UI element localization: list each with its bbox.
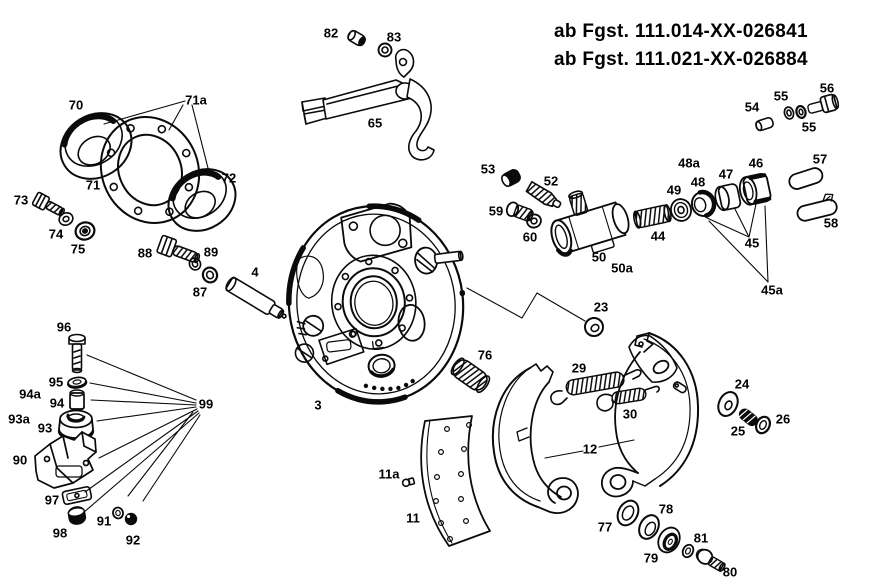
backing-plate-graphic <box>286 202 466 405</box>
spring-29-graphic <box>550 369 642 406</box>
plate-97-graphic <box>61 486 93 506</box>
wheel-cylinder-graphic <box>550 190 630 257</box>
bleeder-valve-52-graphic <box>525 181 562 209</box>
pushrod-57-graphic <box>788 167 824 190</box>
cup-seal-48-graphic <box>690 189 717 218</box>
spring-30-graphic <box>596 385 660 412</box>
washer-77-graphic <box>616 499 640 527</box>
nut-75-graphic <box>74 221 96 241</box>
washer-95-graphic <box>66 376 88 389</box>
rivet-11a-graphic <box>401 477 416 488</box>
bolt-59-graphic <box>505 201 534 222</box>
washer-78-graphic <box>638 514 660 540</box>
spring-76-graphic <box>450 357 491 394</box>
bolt-96-graphic <box>68 333 86 374</box>
washer-23-graphic <box>584 317 604 337</box>
spring-44-graphic <box>632 204 672 229</box>
title-line-1: ab Fgst. 111.014-XX-026841 <box>554 21 808 42</box>
bushing-94-graphic <box>69 389 85 411</box>
seal-72-graphic <box>167 168 237 232</box>
pin-4-graphic <box>225 276 287 319</box>
brake-shoe-right-graphic <box>601 332 700 498</box>
seal-70-graphic <box>59 112 133 180</box>
title-block: ab Fgst. 111.014-XX-026841 ab Fgst. 111.… <box>554 18 808 74</box>
piston-cup-47-graphic <box>714 183 742 212</box>
bolt-80-graphic <box>695 548 726 573</box>
washer-24-graphic <box>717 391 739 417</box>
bracket-90-graphic <box>34 431 97 489</box>
spring-25-graphic <box>738 408 758 427</box>
washer-74-graphic <box>58 212 74 226</box>
plug-92-graphic <box>124 512 138 526</box>
bolt-56-graphic <box>807 93 840 114</box>
washer-55-lower-graphic <box>795 104 807 120</box>
brake-shoe-left-graphic <box>491 363 579 514</box>
cap-98-graphic <box>67 506 87 525</box>
ring-26-graphic <box>755 415 771 435</box>
washer-60-graphic <box>526 213 542 229</box>
brake-lining-11-graphic <box>420 415 491 547</box>
washer-55-upper-graphic <box>783 106 795 120</box>
washer-79-graphic <box>657 526 681 554</box>
pin-82-graphic <box>347 29 366 47</box>
title-line-2: ab Fgst. 111.021-XX-026884 <box>554 49 808 70</box>
washer-87-graphic <box>201 266 219 284</box>
ring-91-graphic <box>112 506 124 520</box>
piston-46-graphic <box>738 173 772 206</box>
rod-58-graphic <box>796 193 838 222</box>
lever-65-graphic <box>301 48 435 161</box>
ring-81-graphic <box>681 543 695 559</box>
washer-49-graphic <box>670 198 692 222</box>
cap-53-graphic <box>501 169 521 187</box>
leader-lines <box>82 100 769 514</box>
washer-89-graphic <box>188 257 202 271</box>
pin-54-graphic <box>755 117 774 132</box>
washer-83-graphic <box>377 42 393 58</box>
